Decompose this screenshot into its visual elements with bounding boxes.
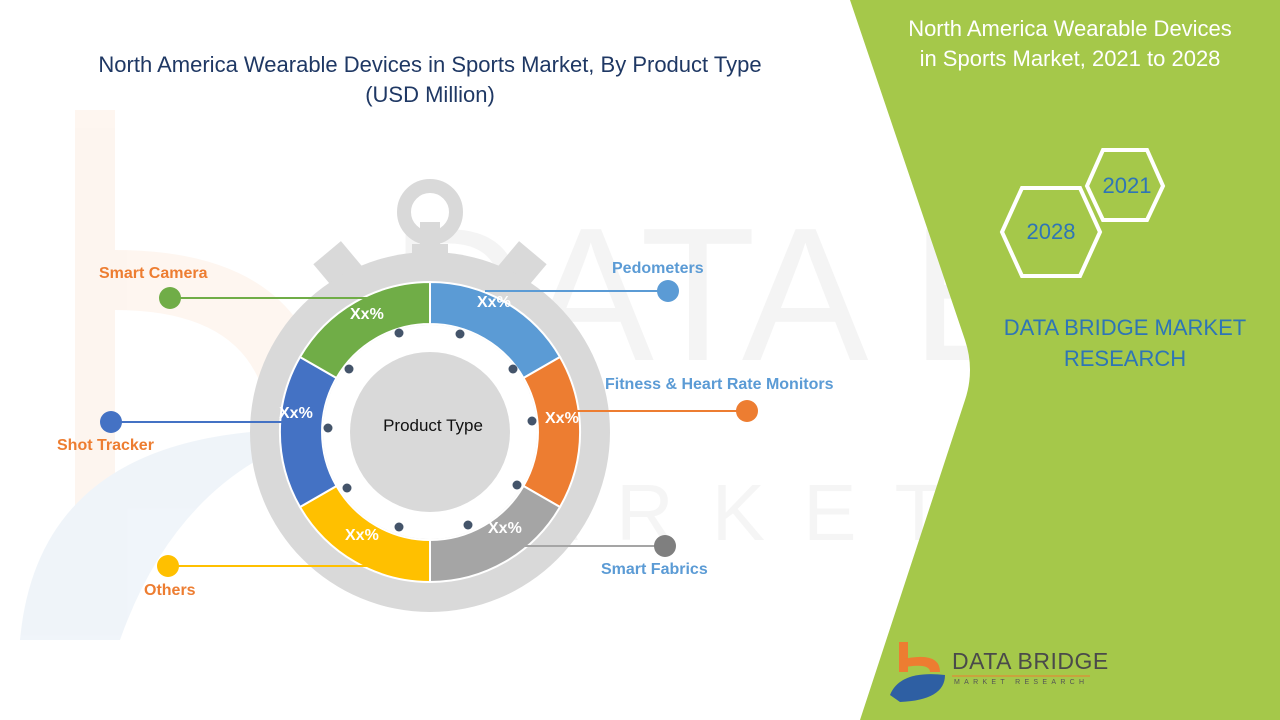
pct-others: Xx% xyxy=(345,527,379,544)
logo-subtext: MARKET RESEARCH xyxy=(954,679,1089,686)
panel-title-line-1: North America Wearable Devices xyxy=(908,16,1232,41)
hex-year-2021: 2021 xyxy=(1102,173,1152,198)
page-title: North America Wearable Devices in Sports… xyxy=(40,50,820,110)
pct-smart-camera: Xx% xyxy=(350,306,384,323)
label-shot-tracker: Shot Tracker xyxy=(57,437,154,454)
leader-lines xyxy=(100,280,758,577)
pct-shot-tracker: Xx% xyxy=(279,405,313,422)
logo-text: DATA BRIDGE xyxy=(952,648,1109,674)
center-label: Product Type xyxy=(383,416,483,435)
label-others: Others xyxy=(144,582,196,599)
brand-line-2: RESEARCH xyxy=(1063,346,1187,371)
brand-name: DATA BRIDGE MARKET RESEARCH xyxy=(990,312,1260,374)
donut-ring xyxy=(278,280,582,584)
hex-2021 xyxy=(1084,148,1166,222)
logo-icon xyxy=(890,642,945,702)
hex-year-2028: 2028 xyxy=(1026,219,1076,244)
label-smart-camera: Smart Camera xyxy=(99,265,208,282)
panel-title-line-2: in Sports Market, 2021 to 2028 xyxy=(919,46,1221,71)
segment-smart-camera xyxy=(298,280,431,380)
label-pedometers: Pedometers xyxy=(612,260,704,277)
panel-title: North America Wearable Devices in Sports… xyxy=(870,14,1270,74)
pct-smart-fabrics: Xx% xyxy=(488,520,522,537)
title-line-2: (USD Million) xyxy=(365,82,495,107)
pct-fitness: Xx% xyxy=(545,410,579,427)
title-line-1: North America Wearable Devices in Sports… xyxy=(98,52,762,77)
brand-line-1: DATA BRIDGE MARKET xyxy=(1003,315,1247,340)
center-disc xyxy=(350,352,510,512)
label-smart-fabrics: Smart Fabrics xyxy=(601,561,708,578)
label-fitness: Fitness & Heart Rate Monitors xyxy=(605,376,834,393)
pct-pedometers: Xx% xyxy=(477,294,511,311)
side-panel-bg xyxy=(850,0,1280,720)
dial-dots xyxy=(323,328,537,532)
hex-2028 xyxy=(999,186,1103,278)
